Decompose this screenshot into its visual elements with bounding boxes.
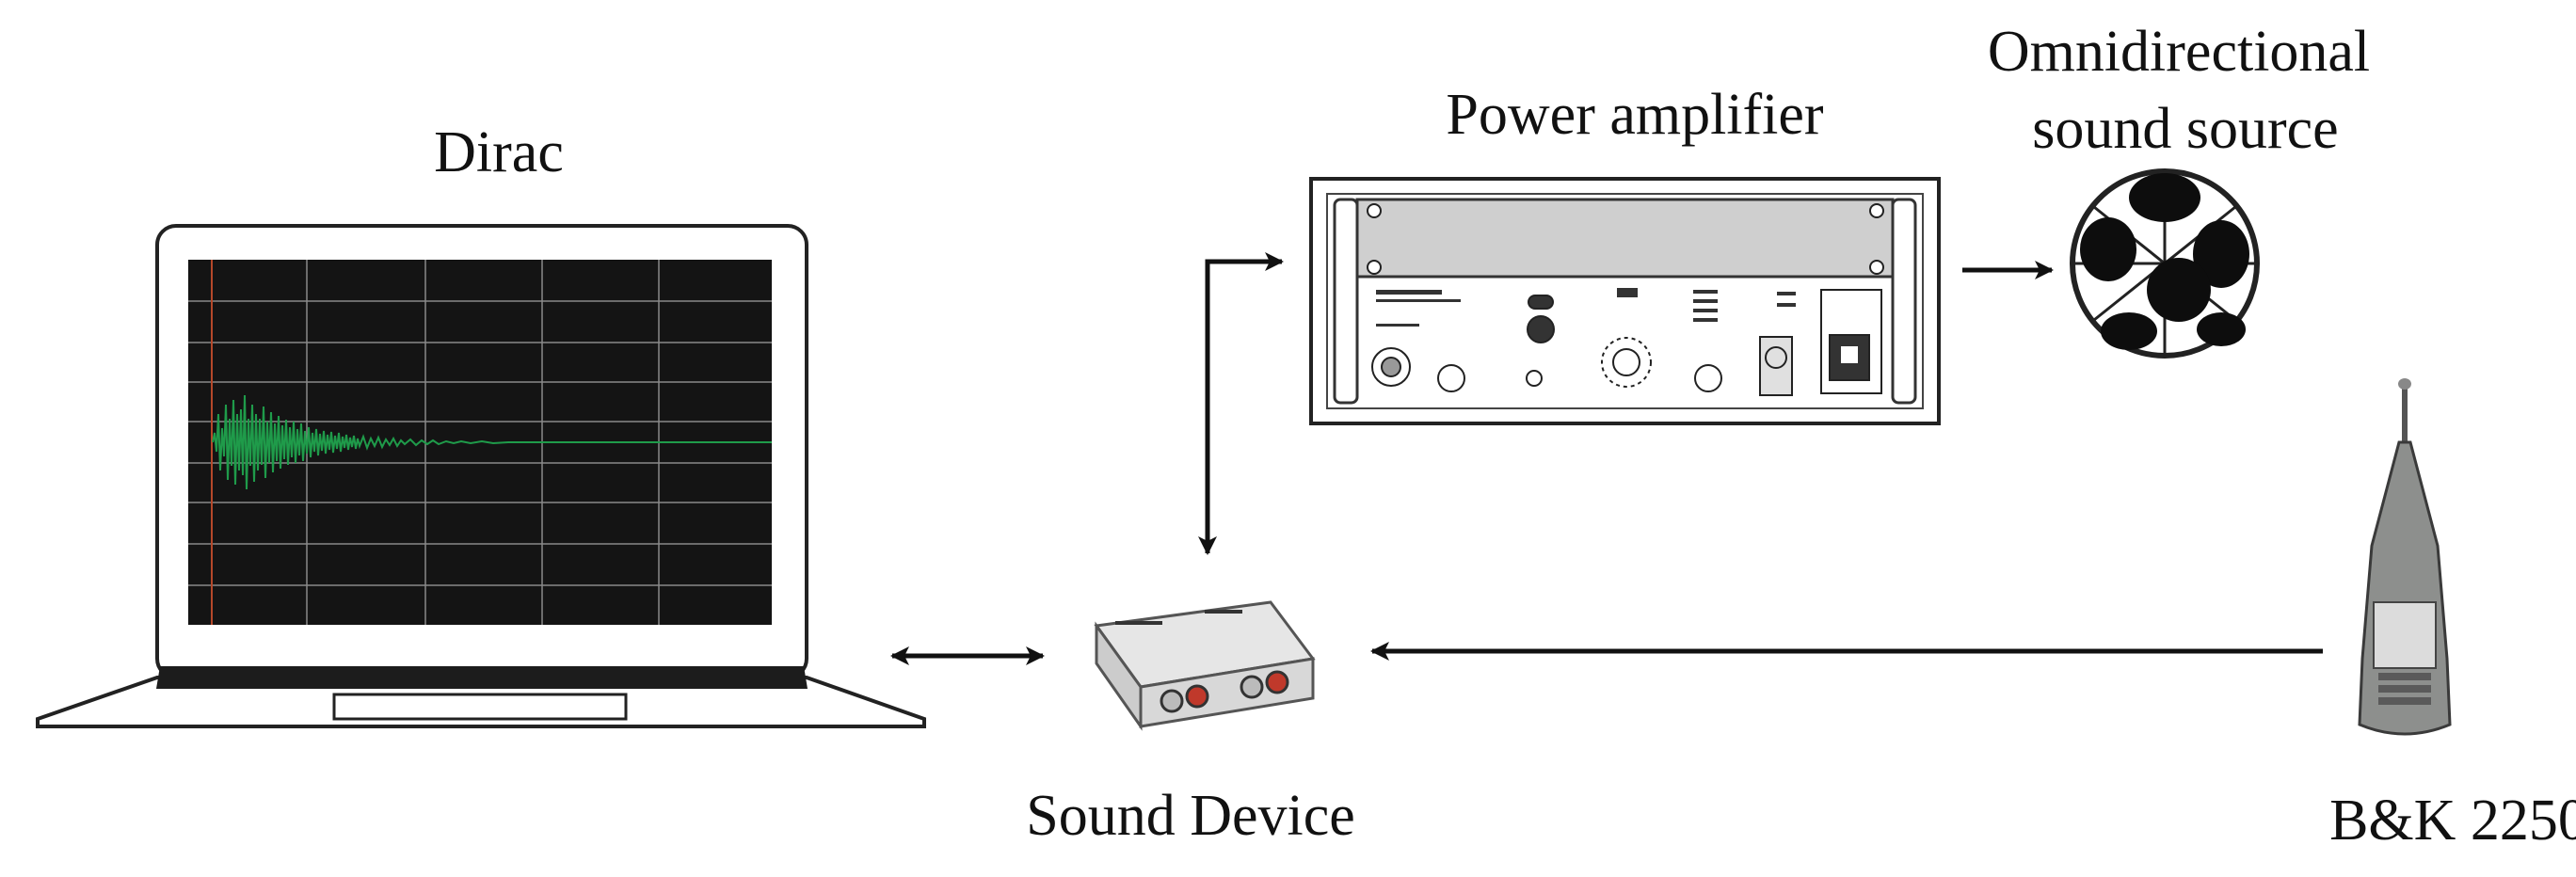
arrow-sound-device-amplifier	[1198, 252, 1284, 555]
power-amplifier	[1309, 177, 1941, 425]
connection-arrows	[890, 252, 2323, 665]
laptop-hinge	[156, 666, 808, 689]
bk-2250-label: B&K 2250	[2329, 789, 2576, 853]
laptop-touchpad	[332, 693, 628, 721]
sound-device	[1094, 600, 1316, 731]
amp-top-panel	[1355, 198, 1895, 279]
amp-gain-knob	[1601, 337, 1652, 388]
amp-input-connector	[1371, 347, 1411, 387]
omnidirectional-sound-source	[2070, 168, 2260, 359]
omni-source-label-line1: Omnidirectional	[1988, 20, 2370, 84]
sound-device-label: Sound Device	[1026, 784, 1355, 848]
dirac-label: Dirac	[434, 120, 564, 184]
power-amplifier-label: Power amplifier	[1446, 83, 1824, 147]
impulse-response-waveform	[212, 394, 772, 490]
omni-source-label-line2: sound source	[2032, 97, 2338, 161]
bk-meter-display	[2373, 601, 2437, 669]
laptop	[36, 224, 926, 728]
bk-2250-meter	[2358, 378, 2452, 736]
